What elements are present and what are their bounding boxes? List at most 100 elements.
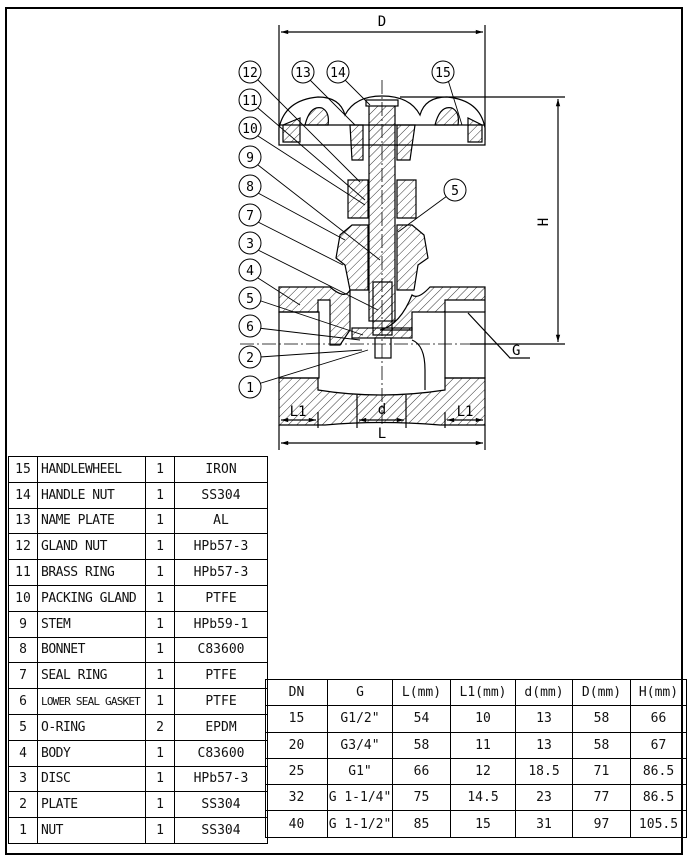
part-number: 10 bbox=[8, 584, 38, 612]
part-material: AL bbox=[174, 507, 268, 535]
part-number: 14 bbox=[8, 481, 38, 509]
balloon-3: 3 bbox=[238, 231, 262, 255]
part-name: BODY bbox=[37, 739, 146, 767]
part-material: HPb57-3 bbox=[174, 765, 268, 793]
part-number: 2 bbox=[8, 791, 38, 819]
balloon-1: 1 bbox=[238, 375, 262, 399]
dimension-cell: G3/4" bbox=[327, 731, 393, 759]
part-name: DISC bbox=[37, 765, 146, 793]
part-material: HPb57-3 bbox=[174, 533, 268, 561]
bonnet bbox=[335, 224, 429, 291]
dimension-cell: 75 bbox=[392, 784, 451, 812]
part-name: PLATE bbox=[37, 791, 146, 819]
svg-text:9: 9 bbox=[246, 151, 254, 166]
svg-text:2: 2 bbox=[246, 351, 254, 366]
part-name: NAME PLATE bbox=[37, 507, 146, 535]
balloon-leaders bbox=[257, 79, 463, 385]
dimension-cell: 58 bbox=[392, 731, 451, 759]
balloon-10: 10 bbox=[238, 116, 262, 140]
gland-nut bbox=[347, 179, 417, 219]
svg-text:5: 5 bbox=[246, 292, 254, 307]
dimension-cell: 58 bbox=[572, 705, 631, 733]
dimension-cell: 86.5 bbox=[630, 784, 687, 812]
part-quantity: 1 bbox=[145, 559, 175, 586]
dimension-cell: 18.5 bbox=[515, 757, 573, 786]
balloon-8: 8 bbox=[238, 174, 262, 198]
part-name: PACKING GLAND bbox=[37, 584, 146, 612]
part-material: PTFE bbox=[174, 662, 268, 690]
dimension-cell: G1/2" bbox=[327, 705, 393, 733]
svg-text:11: 11 bbox=[242, 94, 258, 109]
part-quantity: 1 bbox=[145, 584, 175, 612]
part-material: EPDM bbox=[174, 713, 268, 741]
part-quantity: 1 bbox=[145, 739, 175, 767]
part-number: 8 bbox=[8, 636, 38, 664]
dimension-label-d: d bbox=[378, 402, 386, 418]
svg-text:5: 5 bbox=[451, 184, 459, 199]
column-header: G bbox=[327, 678, 393, 707]
balloon-5-right: 5 bbox=[443, 178, 467, 202]
dimension-cell: 10 bbox=[450, 705, 516, 733]
balloon-7: 7 bbox=[238, 203, 262, 227]
part-quantity: 1 bbox=[145, 610, 175, 638]
dimension-cell: 97 bbox=[572, 810, 631, 838]
part-material: SS304 bbox=[174, 481, 268, 509]
balloon-4: 4 bbox=[238, 258, 262, 282]
dimension-cell: 58 bbox=[572, 731, 631, 759]
dimension-cell: 25 bbox=[265, 757, 328, 786]
part-number: 15 bbox=[8, 456, 38, 483]
dimension-cell: 20 bbox=[265, 731, 328, 759]
part-name: GLAND NUT bbox=[37, 533, 146, 561]
part-quantity: 2 bbox=[145, 713, 175, 741]
dimension-cell: 40 bbox=[265, 810, 328, 838]
dimension-cell: 66 bbox=[392, 757, 451, 786]
part-material: C83600 bbox=[174, 739, 268, 767]
balloon-12: 12 bbox=[238, 60, 262, 84]
dimension-label-L: L bbox=[378, 426, 386, 442]
dimension-label-L1-right: L1 bbox=[457, 404, 474, 420]
column-header: L(mm) bbox=[392, 678, 451, 707]
dimension-cell: 32 bbox=[265, 784, 328, 812]
part-quantity: 1 bbox=[145, 533, 175, 561]
dimension-cell: 31 bbox=[515, 810, 573, 838]
svg-text:8: 8 bbox=[246, 180, 254, 195]
part-material: HPb59-1 bbox=[174, 610, 268, 638]
part-number: 13 bbox=[8, 507, 38, 535]
part-name: SEAL RING bbox=[37, 662, 146, 690]
dimension-D bbox=[278, 25, 486, 140]
column-header: L1(mm) bbox=[450, 678, 516, 707]
dimension-cell: 85 bbox=[392, 810, 451, 838]
svg-text:15: 15 bbox=[435, 66, 451, 81]
part-number: 1 bbox=[8, 817, 38, 844]
column-header: D(mm) bbox=[572, 678, 631, 707]
handwheel bbox=[278, 95, 486, 161]
part-material: SS304 bbox=[174, 817, 268, 844]
part-name: NUT bbox=[37, 817, 146, 844]
balloon-9: 9 bbox=[238, 145, 262, 169]
svg-text:12: 12 bbox=[242, 66, 258, 81]
svg-text:6: 6 bbox=[246, 320, 254, 335]
svg-text:3: 3 bbox=[246, 237, 254, 252]
balloon-6: 6 bbox=[238, 314, 262, 338]
leader-G bbox=[467, 312, 530, 359]
dimension-cell: 15 bbox=[450, 810, 516, 838]
dimension-cell: 14.5 bbox=[450, 784, 516, 812]
balloon-15: 15 bbox=[431, 60, 455, 84]
svg-text:13: 13 bbox=[295, 66, 311, 81]
dimension-cell: 67 bbox=[630, 731, 687, 759]
dimension-label-D: D bbox=[378, 14, 386, 30]
